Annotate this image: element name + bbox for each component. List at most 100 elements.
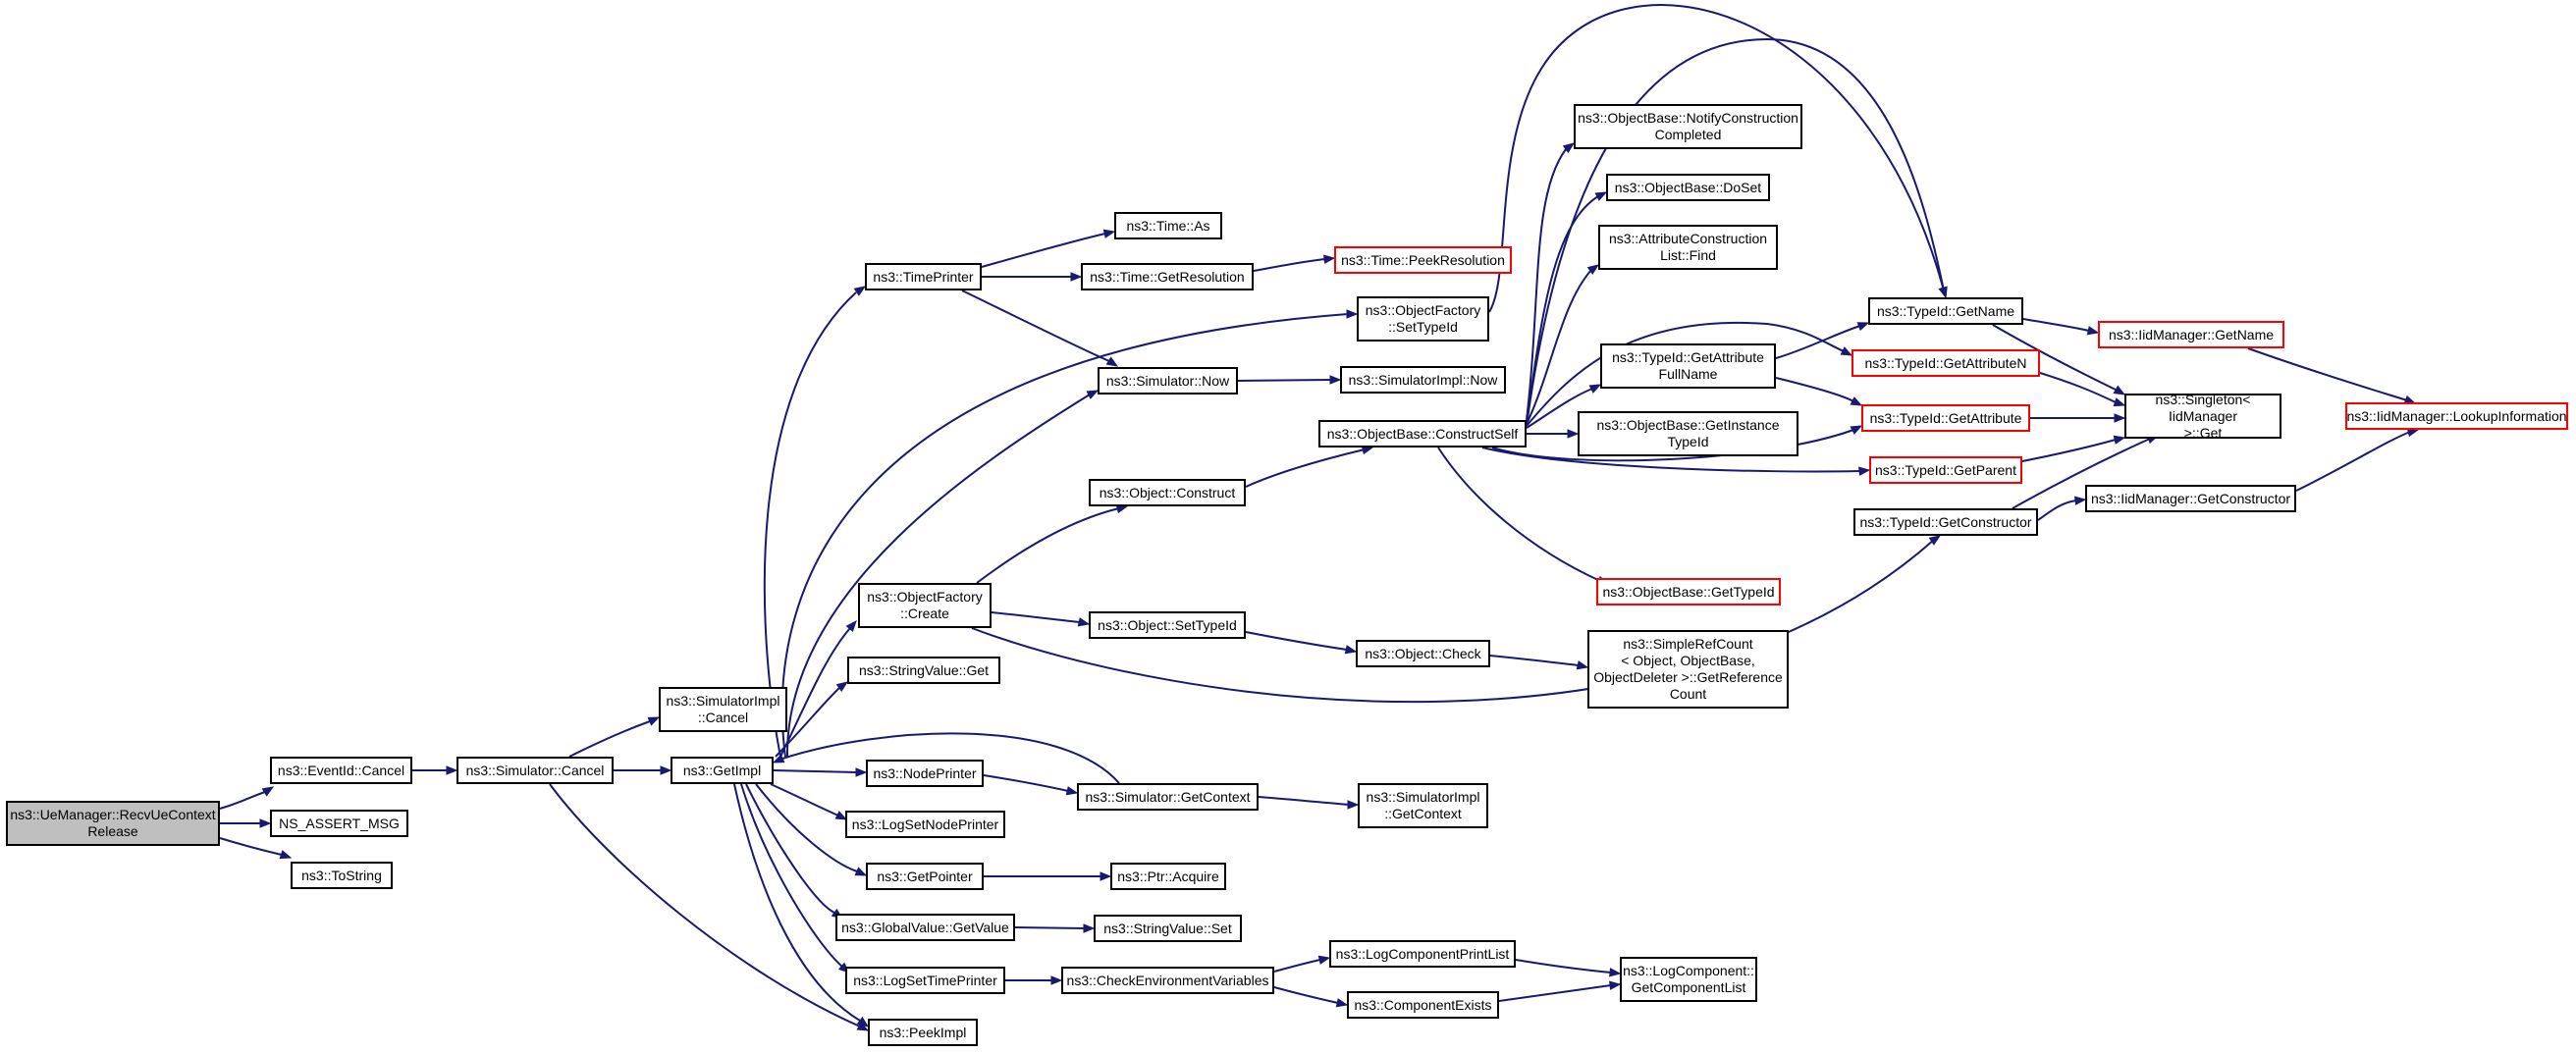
- edge-simulator-cancel-peekimpl: [549, 783, 870, 1031]
- edge-constructself-objectbase-getinstancetypeid: [1527, 429, 1580, 439]
- edge-root-ns-assert-msg: [220, 818, 272, 828]
- edge-constructself-typeid-getattributen: [1526, 321, 1853, 427]
- node-logComponent-getComponentList[interactable]: ns3::LogComponent:: GetComponentList: [1620, 957, 1757, 1002]
- node-getImpl[interactable]: ns3::GetImpl: [671, 757, 774, 784]
- edge-object-check-simplerefcount: [1489, 655, 1589, 670]
- node-object-construct[interactable]: ns3::Object::Construct: [1089, 479, 1246, 506]
- node-objectBase-getInstanceTypeId[interactable]: ns3::ObjectBase::GetInstance TypeId: [1578, 411, 1798, 456]
- edge-typeid-getname-singleton-get: [1992, 324, 2126, 395]
- node-globalValue-getValue[interactable]: ns3::GlobalValue::GetValue: [835, 914, 1015, 941]
- node-toString[interactable]: ns3::ToString: [291, 862, 393, 889]
- node-typeId-getName[interactable]: ns3::TypeId::GetName: [1868, 297, 2023, 325]
- node-simulatorImpl-cancel[interactable]: ns3::SimulatorImpl ::Cancel: [659, 687, 787, 732]
- node-simulator-cancel[interactable]: ns3::Simulator::Cancel: [456, 757, 614, 784]
- edge-typeid-getattribute-singleton-get: [2030, 413, 2126, 423]
- edge-simulator-cancel-getimpl: [614, 765, 672, 775]
- edge-timeprinter-time-getresolution: [982, 272, 1083, 282]
- edge-getimpl-objectfactory-settypeid: [780, 309, 1359, 758]
- node-timePrinter[interactable]: ns3::TimePrinter: [865, 263, 982, 290]
- node-ns-assert-msg[interactable]: NS_ASSERT_MSG: [270, 810, 408, 837]
- node-simulatorImpl-getContext[interactable]: ns3::SimulatorImpl ::GetContext: [1358, 783, 1488, 828]
- edge-constructself-typeid-getname: [1526, 37, 1948, 427]
- node-ptr-acquire[interactable]: ns3::Ptr::Acquire: [1110, 863, 1226, 890]
- edge-simulator-getcontext-getimpl: [772, 732, 1120, 784]
- edge-object-settypeid-object-check: [1245, 631, 1358, 655]
- edge-eventid-cancel-simulator-cancel: [412, 765, 458, 775]
- node-objectBase-constructSelf[interactable]: ns3::ObjectBase::ConstructSelf: [1318, 420, 1527, 448]
- edge-componentexists-logcomponent-getcomponentlist: [1498, 980, 1622, 1002]
- edge-getimpl-stringvalue-get: [775, 681, 849, 758]
- edge-constructself-typeid-getattribute: [1491, 425, 1863, 462]
- edge-checkenvironmentvariables-logcomponentprintlist: [1273, 955, 1331, 973]
- node-time-as[interactable]: ns3::Time::As: [1114, 212, 1222, 239]
- node-time-peekResolution[interactable]: ns3::Time::PeekResolution: [1334, 246, 1512, 274]
- edge-logcomponentprintlist-logcomponent-getcomponentlist: [1515, 959, 1622, 977]
- edge-objectfactory-create-typeid-getconstructor: [971, 535, 1942, 704]
- node-typeId-getConstructor[interactable]: ns3::TypeId::GetConstructor: [1853, 508, 2038, 536]
- node-iidManager-getConstructor[interactable]: ns3::IidManager::GetConstructor: [2085, 485, 2296, 512]
- node-stringValue-set[interactable]: ns3::StringValue::Set: [1094, 915, 1242, 942]
- node-objectFactory-setTypeId[interactable]: ns3::ObjectFactory ::SetTypeId: [1357, 296, 1489, 342]
- node-singleton-iidManager-get[interactable]: ns3::Singleton< IidManager >::Get: [2124, 392, 2281, 441]
- edge-logsettimeprinter-checkenvironmentvariables: [1005, 975, 1063, 985]
- node-typeId-getAttributeFullName[interactable]: ns3::TypeId::GetAttribute FullName: [1600, 343, 1776, 389]
- edge-time-getresolution-time-peekresolution: [1253, 254, 1336, 272]
- edge-nodeprinter-simulator-getcontext: [983, 774, 1079, 796]
- node-componentExists[interactable]: ns3::ComponentExists: [1347, 991, 1499, 1019]
- edge-constructself-typeid-getparent: [1481, 447, 1871, 476]
- node-logSetNodePrinter[interactable]: ns3::LogSetNodePrinter: [845, 811, 1005, 838]
- edge-constructself-objectbase-gettypeid: [1437, 447, 1610, 585]
- node-time-getResolution[interactable]: ns3::Time::GetResolution: [1081, 263, 1254, 290]
- edge-typeid-getattributefullname-typeid-getname: [1775, 322, 1870, 359]
- node-iidManager-lookupInformation[interactable]: ns3::IidManager::LookupInformation: [2345, 402, 2568, 430]
- edge-timeprinter-time-as: [981, 229, 1116, 268]
- node-objectBase-getTypeId[interactable]: ns3::ObjectBase::GetTypeId: [1596, 578, 1781, 605]
- node-ueManager-recvUeContextRelease: ns3::UeManager::RecvUeContext Release: [6, 801, 220, 846]
- node-objectBase-doSet[interactable]: ns3::ObjectBase::DoSet: [1606, 174, 1770, 201]
- edge-timeprinter-simulator-now: [961, 290, 1119, 367]
- edge-object-construct-objectbase-constructself: [1245, 445, 1374, 488]
- edge-getimpl-nodeprinter: [773, 767, 868, 777]
- node-objectBase-notifyConstructionCompleted[interactable]: ns3::ObjectBase::NotifyConstruction Comp…: [1574, 104, 1802, 149]
- edge-simulator-cancel-simulatorimpl-cancel: [568, 716, 661, 758]
- edge-objectfactory-create-object-construct: [976, 503, 1129, 584]
- node-peekImpl[interactable]: ns3::PeekImpl: [868, 1019, 978, 1046]
- node-getPointer[interactable]: ns3::GetPointer: [866, 863, 984, 890]
- node-objectFactory-create[interactable]: ns3::ObjectFactory ::Create: [858, 583, 992, 628]
- node-simulator-now[interactable]: ns3::Simulator::Now: [1098, 367, 1238, 395]
- node-attributeConstructionList-find[interactable]: ns3::AttributeConstruction List::Find: [1598, 225, 1778, 270]
- edge-getimpl-objectfactory-create: [779, 619, 857, 758]
- node-object-setTypeId[interactable]: ns3::Object::SetTypeId: [1089, 611, 1246, 639]
- edge-constructself-typeid-getattributefullname: [1526, 384, 1602, 429]
- edge-objectfactory-create-object-settypeid: [991, 611, 1091, 627]
- node-typeId-getParent[interactable]: ns3::TypeId::GetParent: [1869, 456, 2022, 484]
- edge-getimpl-logsetnodeprinter: [770, 783, 848, 820]
- node-stringValue-get[interactable]: ns3::StringValue::Get: [847, 657, 1000, 684]
- node-simulatorImpl-now[interactable]: ns3::SimulatorImpl::Now: [1340, 366, 1506, 394]
- node-eventId-cancel[interactable]: ns3::EventId::Cancel: [270, 757, 412, 784]
- edge-getimpl-getpointer: [755, 783, 868, 876]
- edge-getimpl-peekimpl: [733, 783, 870, 1027]
- node-simpleRefCount-getReferenceCount[interactable]: ns3::SimpleRefCount < Object, ObjectBase…: [1587, 630, 1789, 709]
- node-nodePrinter[interactable]: ns3::NodePrinter: [866, 760, 984, 787]
- node-logComponentPrintList[interactable]: ns3::LogComponentPrintList: [1329, 940, 1516, 968]
- node-logSetTimePrinter[interactable]: ns3::LogSetTimePrinter: [845, 967, 1005, 994]
- edge-root-eventid-cancel: [219, 786, 275, 810]
- node-typeId-getAttributeN[interactable]: ns3::TypeId::GetAttributeN: [1852, 349, 2040, 377]
- edge-typeid-getconstructor-iidmanager-getconstructor: [2037, 496, 2087, 521]
- node-simulator-getContext[interactable]: ns3::Simulator::GetContext: [1077, 783, 1259, 811]
- node-iidManager-getName[interactable]: ns3::IidManager::GetName: [2098, 321, 2284, 348]
- edge-getimpl-globalvalue-getvalue: [745, 783, 844, 920]
- edge-getimpl-simulator-now: [785, 390, 1100, 758]
- edge-constructself-notifyconstructioncompleted: [1526, 142, 1576, 421]
- node-object-check[interactable]: ns3::Object::Check: [1356, 640, 1490, 667]
- edge-root-tostring: [219, 837, 293, 860]
- node-checkEnvironmentVariables[interactable]: ns3::CheckEnvironmentVariables: [1061, 967, 1274, 994]
- node-typeId-getAttribute[interactable]: ns3::TypeId::GetAttribute: [1861, 404, 2030, 432]
- edge-constructself-attributeconstructionlist-find: [1526, 264, 1600, 425]
- edge-globalvalue-getvalue-stringvalue-set: [1014, 923, 1096, 933]
- edge-getpointer-ptr-acquire: [984, 871, 1112, 881]
- edge-simulator-now-simulatorimpl-now: [1237, 375, 1342, 385]
- edge-typeid-getparent-singleton-get: [2021, 435, 2126, 462]
